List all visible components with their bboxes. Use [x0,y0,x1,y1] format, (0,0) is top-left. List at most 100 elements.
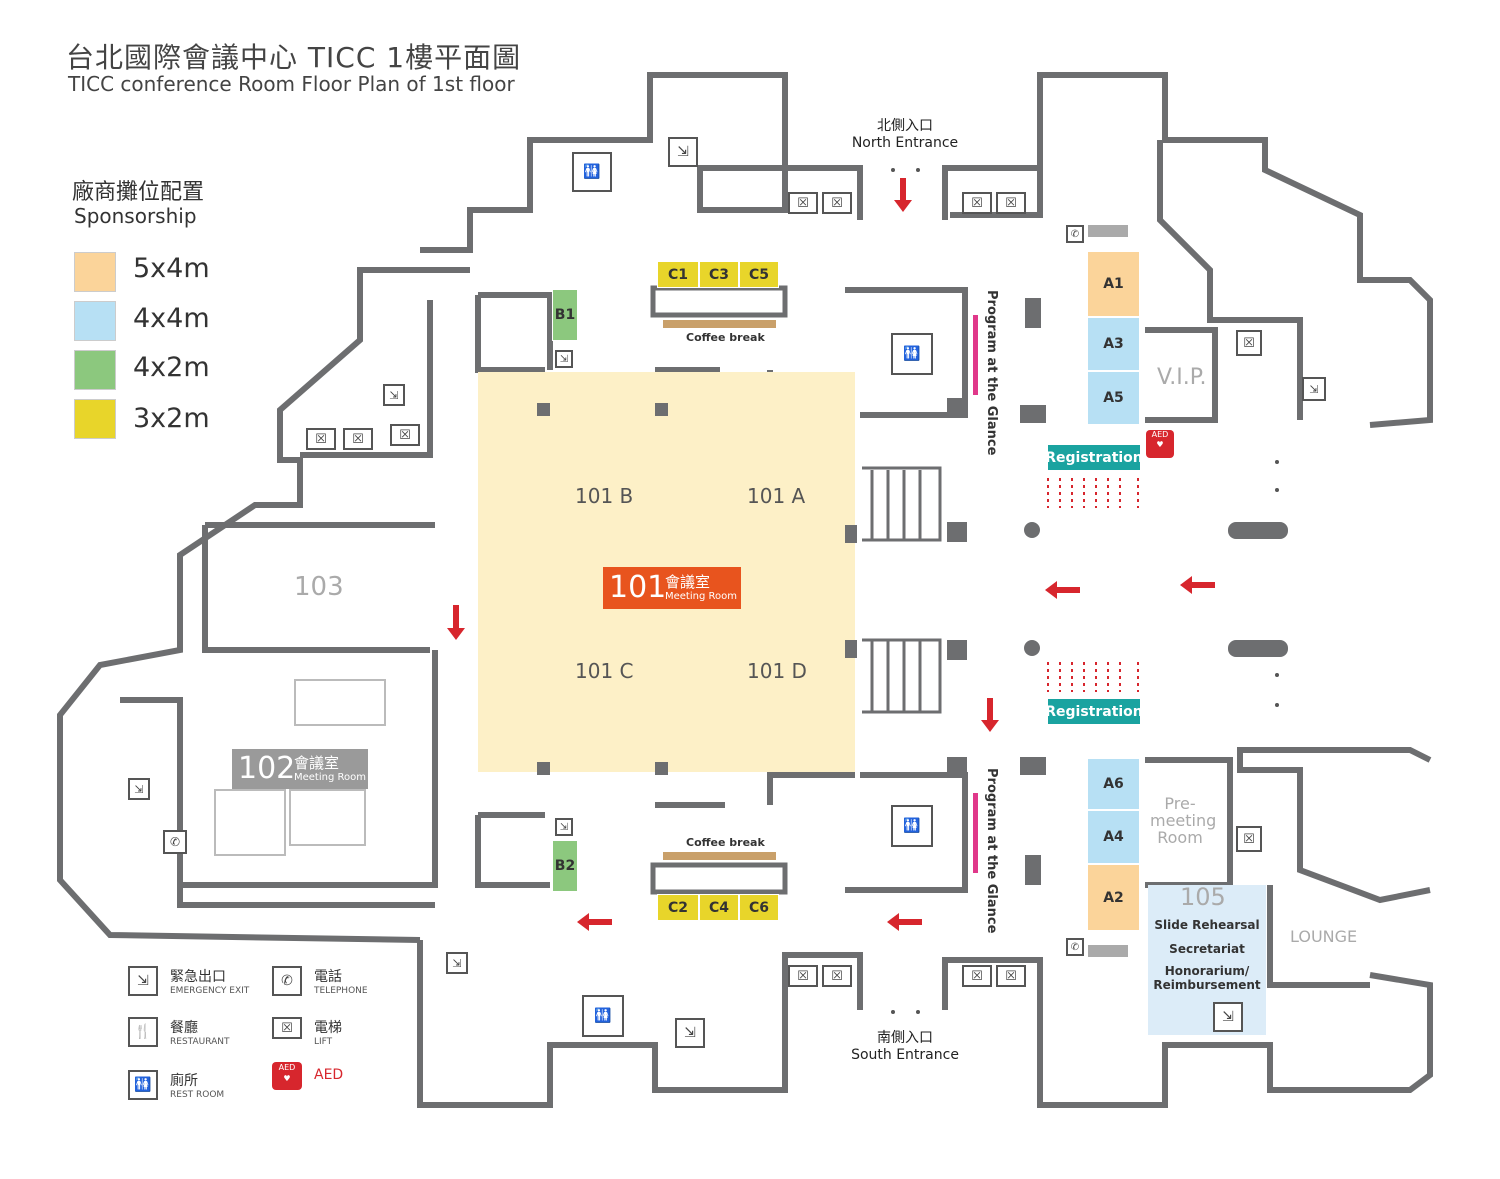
legend-telephone-icon: ✆ [272,966,302,996]
map-title-zh: 台北國際會議中心 TICC 1樓平面圖 [66,41,522,74]
wall-101-south [475,812,550,888]
room-103-label[interactable]: 103 [294,572,344,602]
arrow-down-1 [447,605,465,640]
aed-icon-map[interactable]: AED♥ [1146,430,1174,458]
secretariat-label: Secretariat [1169,942,1245,956]
telephone-icon: ✆ [1066,938,1084,956]
registration-north[interactable]: Registration [1045,445,1143,470]
booth-a2[interactable]: A2 [1087,864,1140,931]
lounge-label[interactable]: LOUNGE [1290,927,1358,946]
booth-a4[interactable]: A4 [1087,810,1140,864]
coffee-break-bar-north [663,320,776,328]
swatch-4x4 [74,301,116,341]
coffee-break-label-north: Coffee break [686,331,765,344]
map-title-en: TICC conference Room Floor Plan of 1st f… [68,72,515,96]
room-102-number: 102 [238,751,296,786]
swatch-4x2 [74,350,116,390]
arrows [447,178,1215,931]
wall-south-west [417,940,863,1108]
emergency-exit-icon: ⇲ [383,384,405,406]
booth-c6[interactable]: C6 [739,894,779,921]
booth-c5[interactable]: C5 [739,261,779,288]
room-101b-label[interactable]: 101 B [575,484,634,508]
wall-restroom-south [845,772,968,893]
lift-icon: ☒ [822,192,852,214]
legend-lift-icon: ☒ [272,1017,302,1039]
wall-restroom-north [845,287,968,418]
legend-restroom-zh: 廁所 [170,1073,198,1089]
arrow-left-3 [577,913,612,931]
telephone-icon: ✆ [1066,225,1084,243]
legend-aed-icon: AED♥ [272,1062,302,1090]
room-101c-label[interactable]: 101 C [575,659,634,683]
lift-icon: ☒ [996,965,1026,987]
booth-b2[interactable]: B2 [552,840,578,892]
restroom-icon: 🚻 [572,152,612,192]
wall-101-north [475,292,553,373]
emergency-exit-icon: ⇲ [1302,377,1326,401]
booth-a6[interactable]: A6 [1087,758,1140,810]
wall-east [1237,747,1432,904]
lift-icon: ☒ [306,428,336,450]
room-102-en: Meeting Room [294,772,366,783]
arrow-left-4 [887,913,922,931]
lift-icon: ☒ [343,428,373,450]
legend-lift-en: LIFT [314,1037,333,1047]
swatch-label-3x2: 3x2m [133,403,210,434]
arrow-north-down [894,178,912,212]
coffee-break-label-south: Coffee break [686,836,765,849]
north-entrance-label[interactable]: 北側入口 North Entrance [845,118,965,152]
wall-102 [120,650,438,908]
booth-b1[interactable]: B1 [552,289,578,341]
program-bar-south [973,793,978,873]
room-101d-label[interactable]: 101 D [747,659,807,683]
room-105-label[interactable]: 105 [1180,883,1226,911]
booth-c3[interactable]: C3 [699,261,739,288]
room-101-badge[interactable]: 101 會議室 Meeting Room [603,567,741,609]
booth-c1[interactable]: C1 [657,261,699,288]
emergency-exit-icon: ⇲ [675,1018,705,1048]
legend-restaurant-icon: 🍴 [128,1017,158,1047]
legend-restaurant-zh: 餐廳 [170,1020,198,1036]
premeeting-room-label[interactable]: Pre- meeting Room [1150,794,1217,847]
counter-north [650,285,788,318]
legend-telephone-en: TELEPHONE [314,986,368,996]
swatch-label-4x4: 4x4m [133,303,210,334]
lift-icon: ☒ [996,192,1026,214]
legend-aed-label: AED [314,1067,344,1083]
booth-a1[interactable]: A1 [1087,251,1140,317]
restroom-icon: 🚻 [582,995,624,1037]
room-102-badge[interactable]: 102 會議室 Meeting Room [232,749,368,789]
booth-a3[interactable]: A3 [1087,317,1140,371]
wall-north-east [942,72,1433,428]
stairs-north [862,466,942,542]
counter-south [650,862,788,895]
arrow-left-1 [1045,581,1080,599]
vip-room-label[interactable]: V.I.P. [1157,365,1207,390]
slide-rehearsal-label: Slide Rehearsal [1154,918,1260,932]
south-entrance-label[interactable]: 南側入口 South Entrance [845,1030,965,1064]
restroom-icon: 🚻 [891,805,933,847]
lift-icon: ☒ [822,965,852,987]
booth-c4[interactable]: C4 [699,894,739,921]
coffee-break-bar-south [663,852,776,860]
legend-emergency-exit-icon: ⇲ [128,966,158,996]
emergency-exit-icon: ⇲ [128,778,150,800]
room-101a-label[interactable]: 101 A [747,484,806,508]
honorarium-label: Honorarium/ Reimbursement [1153,964,1261,992]
emergency-exit-icon: ⇲ [1213,1002,1243,1032]
booth-a5[interactable]: A5 [1087,371,1140,425]
wall-ne-inner [950,140,1303,423]
legend-restroom-en: REST ROOM [170,1090,225,1100]
wall-west-wing [420,72,863,253]
lift-icon: ☒ [390,424,420,446]
north-entrance-zh: 北側入口 [877,118,933,134]
lift-icon: ☒ [1236,826,1262,852]
registration-south[interactable]: Registration [1045,699,1143,724]
program-at-glance-north: Program at the Glance [984,290,999,456]
booth-c2[interactable]: C2 [657,894,699,921]
program-at-glance-south: Program at the Glance [984,768,999,934]
restroom-icon: 🚻 [891,333,933,375]
legend-telephone-zh: 電話 [314,969,342,985]
stairs-south [862,638,942,714]
